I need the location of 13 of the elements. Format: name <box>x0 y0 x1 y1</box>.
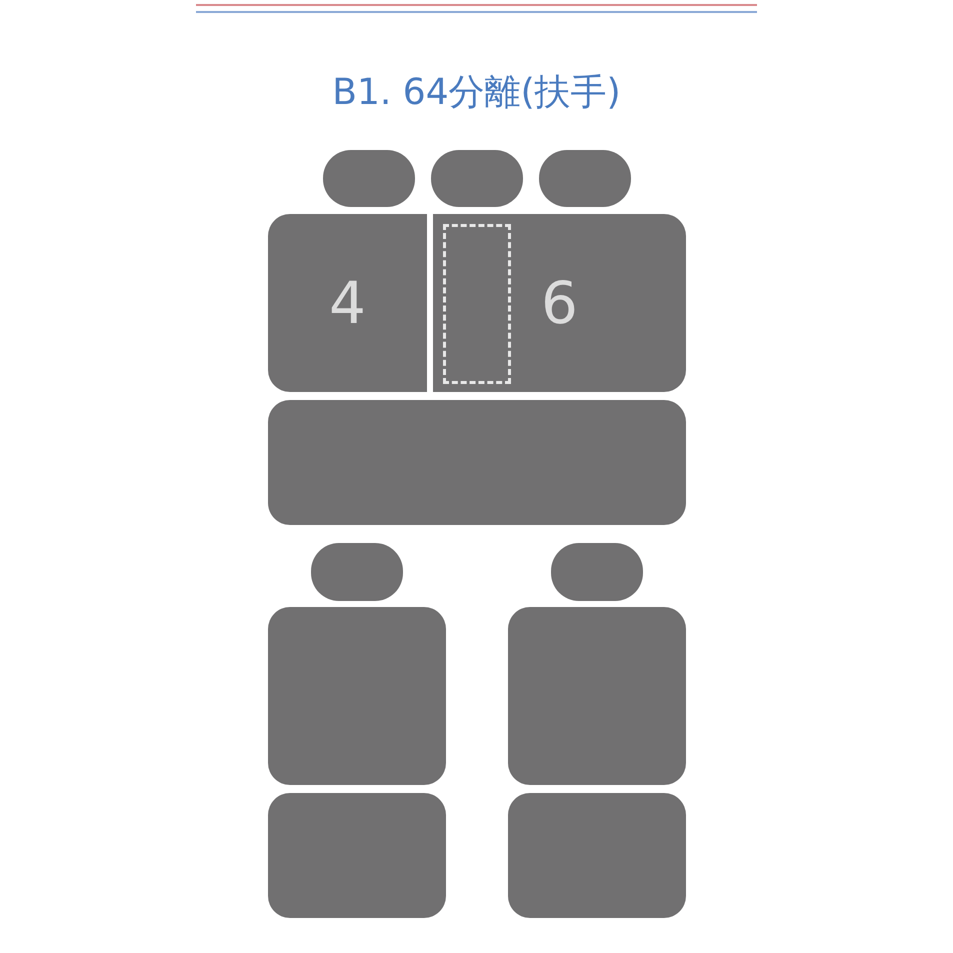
armrest-outline <box>443 224 511 384</box>
title: B1. 64分離(扶手) <box>331 71 622 115</box>
seat-cushion <box>508 793 686 918</box>
seat-cushion <box>268 793 446 918</box>
headrest <box>311 543 403 601</box>
seat-cushion <box>268 400 686 525</box>
seat-block <box>268 607 446 785</box>
seat-back <box>433 214 686 392</box>
seat-back <box>268 214 427 392</box>
headrest <box>551 543 643 601</box>
seat-number: 4 <box>329 269 366 337</box>
seat-number: 6 <box>541 269 578 337</box>
seat-block <box>508 607 686 785</box>
